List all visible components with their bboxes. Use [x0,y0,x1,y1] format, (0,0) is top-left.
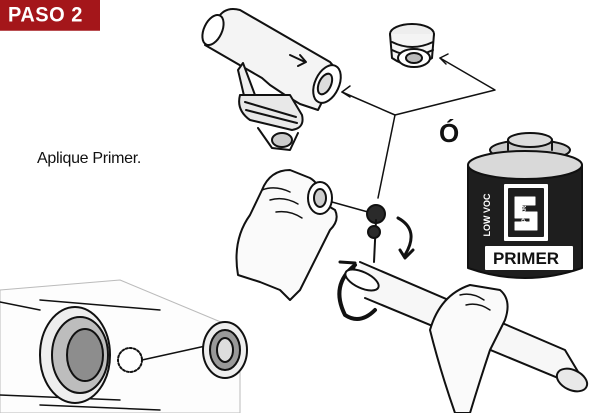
inset-illustration [0,280,247,413]
left-hand-illustration [237,170,337,300]
threaded-adapter-illustration [390,24,434,67]
can-side-text: LOW VOC [482,193,492,236]
y-fitting-illustration [198,9,346,150]
dauber-illustration [332,202,385,262]
can-brand-text: SPEARS [522,202,528,227]
can-product-text: PRIMER [493,249,559,268]
